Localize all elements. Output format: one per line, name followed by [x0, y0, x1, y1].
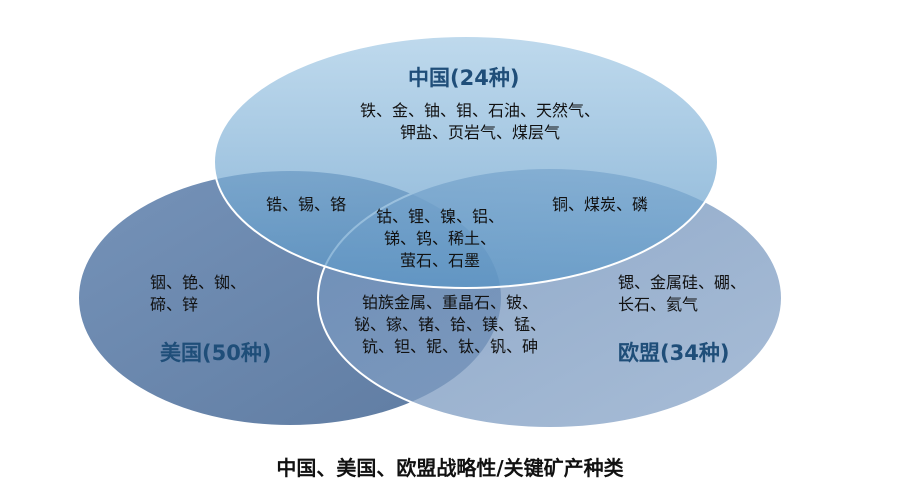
all-three-region: 钴、锂、镍、铝、 锑、钨、稀土、 萤石、石墨	[365, 206, 515, 272]
eu-only-line: 长石、氦气	[618, 295, 699, 314]
eu-only-region: 锶、金属硅、硼、 长石、氦气	[618, 272, 768, 316]
eu-only-line: 锶、金属硅、硼、	[618, 273, 747, 292]
usa-only-region: 铟、铯、铷、 碲、锌	[150, 272, 280, 316]
china-circle	[213, 35, 719, 289]
china-only-line: 钾盐、页岩气、煤层气	[399, 123, 560, 142]
usa-eu-region: 铂族金属、重晶石、铍、 铋、镓、锗、铪、镁、锰、 钪、钽、铌、钛、钒、砷	[330, 292, 570, 358]
usa-set-label: 美国(50种)	[160, 341, 272, 365]
usa-eu-line: 铂族金属、重晶石、铍、	[361, 293, 538, 312]
china-usa-line: 锆、锡、铬	[265, 195, 346, 214]
all-three-line: 钴、锂、镍、铝、	[375, 207, 504, 226]
usa-only-line: 铟、铯、铷、	[150, 273, 247, 292]
usa-eu-line: 钪、钽、铌、钛、钒、砷	[361, 337, 538, 356]
diagram-caption: 中国、美国、欧盟战略性/关键矿产种类	[276, 456, 624, 480]
china-eu-line: 铜、煤炭、磷	[551, 195, 648, 214]
usa-only-line: 碲、锌	[150, 295, 199, 314]
china-only-region: 铁、金、铀、钼、石油、天然气、 钾盐、页岩气、煤层气	[330, 100, 630, 144]
china-eu-region: 铜、煤炭、磷	[530, 194, 670, 216]
china-usa-region: 锆、锡、铬	[236, 194, 376, 216]
all-three-line: 锑、钨、稀土、	[383, 229, 496, 248]
eu-set-label: 欧盟(34种)	[618, 341, 730, 365]
china-only-line: 铁、金、铀、钼、石油、天然气、	[359, 101, 600, 120]
china-set-label: 中国(24种)	[408, 66, 520, 90]
all-three-line: 萤石、石墨	[399, 251, 480, 270]
usa-eu-line: 铋、镓、锗、铪、镁、锰、	[353, 315, 546, 334]
